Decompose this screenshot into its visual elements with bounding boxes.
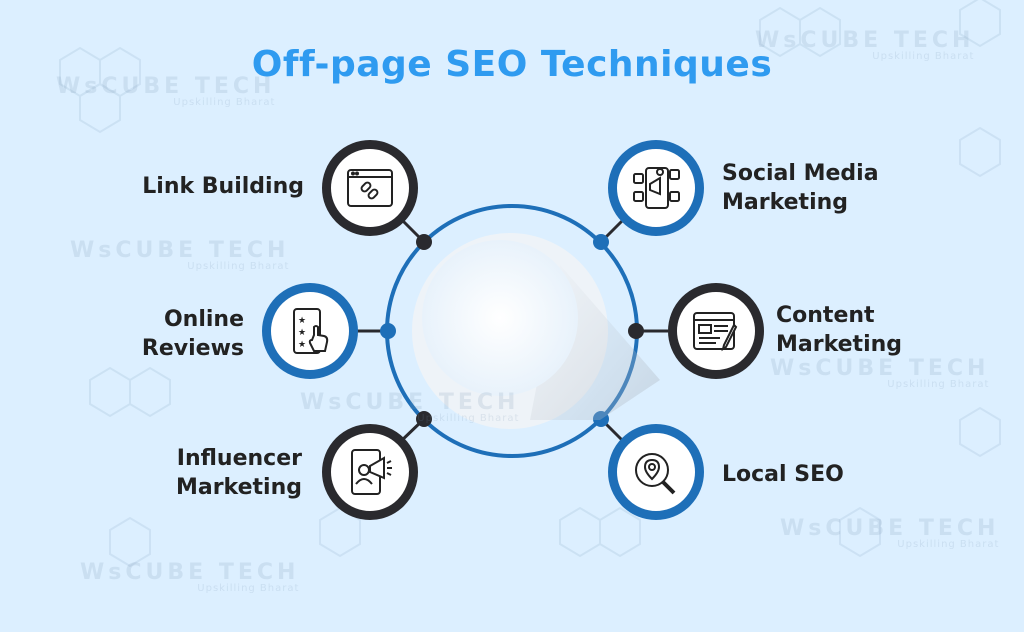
link-icon (347, 169, 393, 207)
technique-label: Social Media Marketing (722, 161, 879, 215)
location-search-icon (635, 453, 676, 495)
technique-node-content-marketing (668, 283, 764, 379)
technique-label: Online Reviews (141, 307, 244, 361)
svg-text:★: ★ (298, 316, 306, 326)
page-title: Off-page SEO Techniques (251, 44, 773, 85)
content-writing-icon (693, 312, 738, 352)
social-media-icon (633, 167, 680, 209)
technique-label: Link Building (142, 174, 304, 199)
technique-node-influencer-marketing (322, 424, 418, 520)
technique-node-social-media-marketing (608, 140, 704, 236)
technique-node-link-building (322, 140, 418, 236)
center-disc (412, 233, 660, 429)
technique-label: Local SEO (722, 462, 844, 487)
technique-node-online-reviews: ★ ★ ★ (262, 283, 358, 379)
technique-label: Influencer Marketing (175, 446, 302, 500)
technique-label: Content Marketing (776, 303, 903, 357)
svg-text:★: ★ (298, 328, 306, 338)
svg-text:★: ★ (298, 340, 306, 350)
megaphone-phone-icon (351, 449, 392, 495)
technique-node-local-seo (608, 424, 704, 520)
star-review-icon: ★ ★ ★ (293, 308, 329, 354)
